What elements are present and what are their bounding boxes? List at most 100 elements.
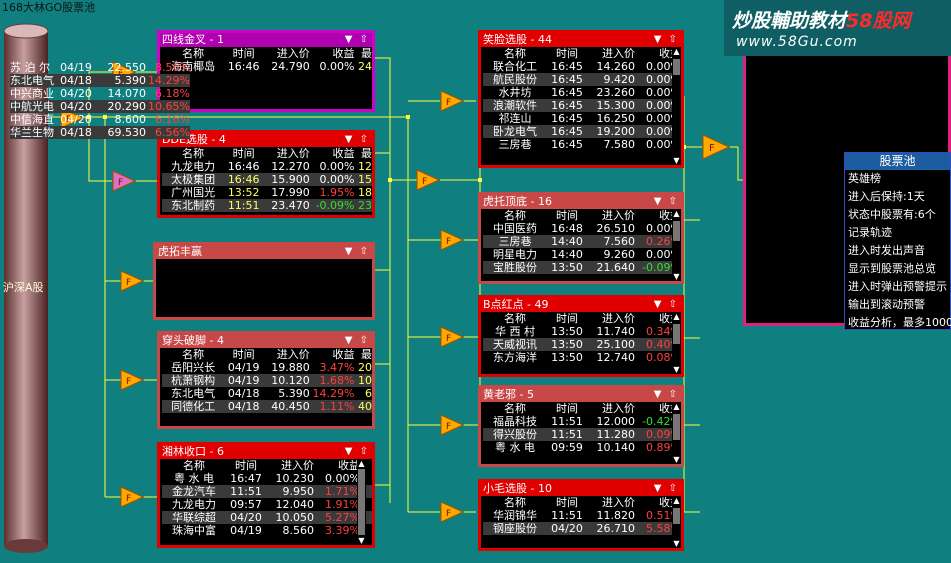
scroll-thumb[interactable]: [673, 508, 680, 524]
panel-title[interactable]: B点红点 - 49▼ ⇧: [481, 298, 681, 312]
panel-menu-icon[interactable]: ▼ ⇧: [344, 134, 370, 145]
panel-title[interactable]: DDE选股 - 4▼ ⇧: [160, 133, 372, 147]
panel-scrollbar[interactable]: ▲▼: [672, 47, 681, 165]
menu-item[interactable]: 输出到滚动预警: [848, 298, 925, 311]
scroll-thumb[interactable]: [673, 414, 680, 440]
filter-triangle-icon[interactable]: F: [440, 326, 464, 348]
panel-scrollbar[interactable]: ▲▼: [672, 209, 681, 281]
panel-scrollbar[interactable]: ▲▼: [357, 459, 366, 545]
panel-title[interactable]: 小毛选股 - 10▼ ⇧: [481, 482, 681, 496]
scroll-down-icon[interactable]: ▼: [358, 536, 365, 545]
menu-item[interactable]: 进入时发出声音: [848, 244, 925, 257]
panel-menu-icon[interactable]: ▼ ⇧: [653, 34, 679, 45]
scroll-thumb[interactable]: [673, 221, 680, 241]
filter-triangle-icon[interactable]: F: [112, 170, 136, 192]
panel-menu-icon[interactable]: ▼ ⇧: [344, 34, 370, 45]
panel-menu-icon[interactable]: ▼ ⇧: [344, 246, 370, 257]
panel-menu-icon[interactable]: ▼ ⇧: [653, 299, 679, 310]
scroll-up-icon[interactable]: ▲: [673, 209, 680, 218]
scroll-up-icon[interactable]: ▲: [673, 47, 680, 56]
scroll-thumb[interactable]: [673, 59, 680, 75]
scroll-down-icon[interactable]: ▼: [673, 539, 680, 548]
filter-triangle-icon[interactable]: F: [416, 169, 440, 191]
panel-title[interactable]: 穿头破脚 - 4▼ ⇧: [160, 334, 372, 348]
filter-triangle-icon[interactable]: F: [440, 501, 464, 523]
panel-hutuo[interactable]: 虎拓丰赢▼ ⇧: [153, 242, 375, 320]
menu-item[interactable]: 收益分析，最多1000: [848, 316, 951, 329]
panel-title[interactable]: 四线金叉 - 1▼ ⇧: [160, 33, 372, 47]
filter-triangle-icon[interactable]: F: [120, 270, 144, 292]
panel-menu-icon[interactable]: ▼ ⇧: [653, 483, 679, 494]
scroll-down-icon[interactable]: ▼: [673, 272, 680, 281]
menu-item[interactable]: 进入时弹出预警提示: [848, 280, 947, 293]
menu-item[interactable]: 进入后保持:1天: [848, 190, 925, 203]
filter-triangle-icon[interactable]: F: [120, 369, 144, 391]
panel-title[interactable]: 黄老邪 - 5▼ ⇧: [481, 388, 681, 402]
panel-title[interactable]: 笑脸选股 - 44▼ ⇧: [481, 33, 681, 47]
panel-menu-icon[interactable]: ▼ ⇧: [344, 446, 370, 457]
menu-item[interactable]: 英雄榜: [848, 172, 881, 185]
panel-title[interactable]: 湘林收口 - 6▼ ⇧: [160, 445, 372, 459]
panel-scrollbar[interactable]: ▲▼: [672, 402, 681, 464]
filter-triangle-icon[interactable]: F: [702, 134, 730, 160]
menu-item[interactable]: 状态中股票有:6个: [848, 208, 936, 221]
filter-triangle-icon[interactable]: F: [440, 414, 464, 436]
filter-triangle-icon[interactable]: F: [440, 229, 464, 251]
panel-menu-icon[interactable]: ▼ ⇧: [653, 196, 679, 207]
scroll-thumb[interactable]: [673, 324, 680, 344]
panel-scrollbar[interactable]: ▲▼: [672, 496, 681, 548]
panel-menu-icon[interactable]: ▼ ⇧: [344, 335, 370, 346]
panel-menu-icon[interactable]: ▼ ⇧: [653, 389, 679, 400]
panel-scrollbar[interactable]: ▲▼: [672, 312, 681, 374]
menu-item[interactable]: 显示到股票池总览: [848, 262, 936, 275]
filter-triangle-icon[interactable]: F: [60, 107, 84, 129]
scroll-up-icon[interactable]: ▲: [358, 459, 365, 468]
panel-title[interactable]: 虎拓丰赢▼ ⇧: [156, 245, 372, 259]
scroll-up-icon[interactable]: ▲: [673, 312, 680, 321]
filter-triangle-icon[interactable]: F: [440, 90, 464, 112]
scroll-up-icon[interactable]: ▲: [673, 496, 680, 505]
scroll-thumb[interactable]: [358, 469, 365, 535]
scroll-down-icon[interactable]: ▼: [673, 156, 680, 165]
